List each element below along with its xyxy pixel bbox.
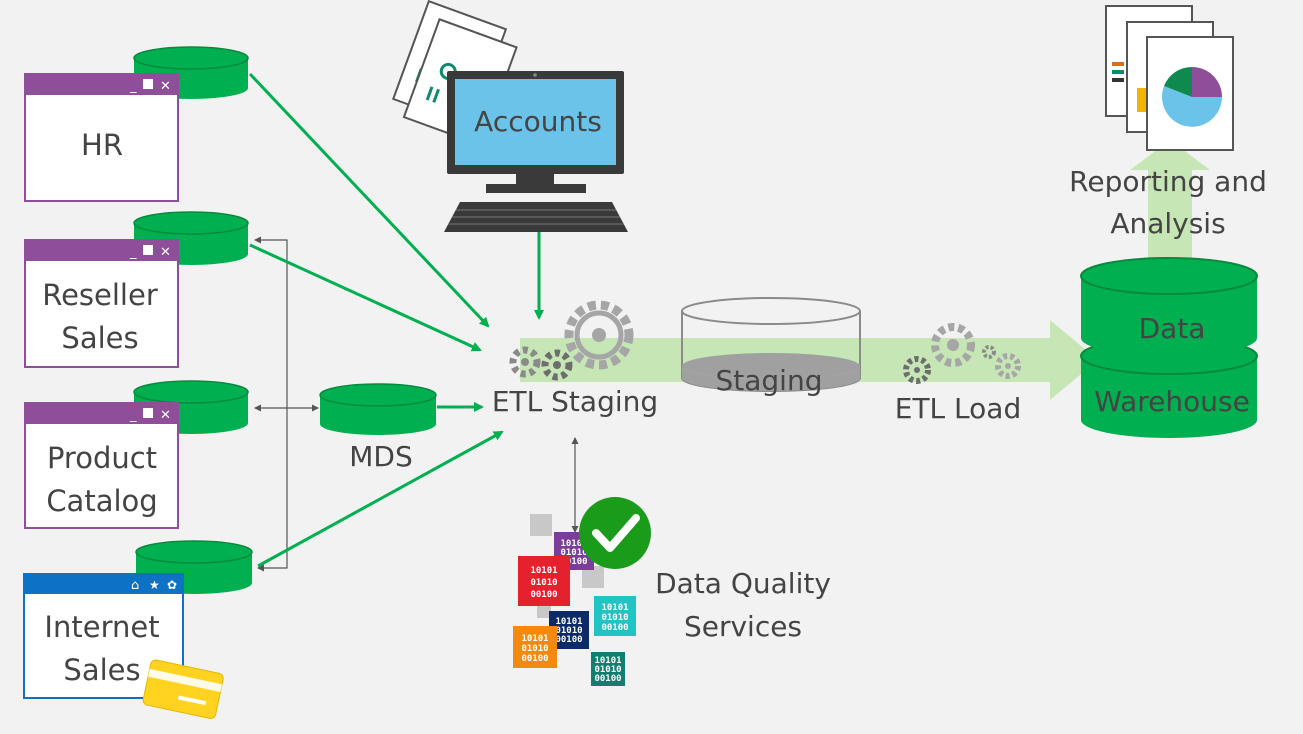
reporting-label-line2: Analysis	[1110, 207, 1225, 240]
close-icon[interactable]: ✕	[160, 245, 171, 260]
binary-text: 00100	[601, 623, 628, 633]
home-icon[interactable]: ⌂	[131, 578, 139, 593]
reports-documents-icon	[1105, 5, 1234, 151]
reporting-up-arrow	[1130, 140, 1210, 262]
staging-label: Staging	[716, 364, 823, 397]
hr-database	[133, 46, 249, 99]
binary-text: 10101	[601, 603, 628, 613]
settings-icon[interactable]: ✿	[167, 578, 177, 592]
binary-text: 01010	[521, 644, 548, 654]
minimize-icon[interactable]: _	[129, 408, 137, 423]
data-quality-blocks-icon: 10101 01010 00100 10101 01010 00100 1010…	[513, 514, 636, 686]
binary-text: 00100	[555, 635, 582, 645]
product-window: _ ✕ Product Catalog	[24, 402, 179, 529]
binary-text: 10101	[594, 656, 621, 666]
binary-text: 10101	[555, 617, 582, 627]
data-warehouse-label-line1: Data	[1139, 312, 1206, 345]
flow-arrows	[248, 72, 544, 568]
binary-text: 00100	[594, 674, 621, 684]
etl-staging-label: ETL Staging	[492, 385, 658, 418]
favorite-icon[interactable]: ★	[149, 578, 160, 592]
binary-text: 01010	[555, 626, 582, 636]
binary-text: 10101	[530, 566, 557, 576]
maximize-icon[interactable]	[143, 245, 153, 255]
etl-load-label: ETL Load	[895, 392, 1021, 425]
hr-label: HR	[81, 128, 123, 162]
reseller-label-line1: Reseller	[42, 278, 158, 312]
data-warehouse-database: Data Warehouse	[1080, 257, 1258, 438]
data-warehouse-label-line2: Warehouse	[1094, 385, 1250, 418]
minimize-icon[interactable]: _	[129, 79, 137, 94]
etl-load-gears-icon	[903, 323, 1021, 384]
mds-label: MDS	[349, 440, 413, 473]
product-label-line2: Catalog	[46, 484, 157, 518]
accounts-computer-icon: Accounts	[444, 71, 628, 232]
minimize-icon[interactable]: _	[129, 245, 137, 260]
check-icon	[579, 497, 651, 569]
binary-text: 10101	[521, 634, 548, 644]
binary-text: 01010	[594, 665, 621, 675]
binary-text: 10101	[560, 539, 587, 549]
maximize-icon[interactable]	[143, 79, 153, 89]
product-label-line1: Product	[47, 441, 157, 475]
mds-connectors	[254, 236, 579, 572]
binary-text: 01010	[530, 578, 557, 588]
credit-card-icon	[142, 659, 224, 719]
binary-text: 00100	[560, 557, 587, 567]
binary-text: 01010	[560, 548, 587, 558]
reseller-window: _ ✕ Reseller Sales	[24, 239, 179, 368]
staging-database: Staging	[681, 297, 861, 397]
internet-label-line2: Sales	[63, 653, 140, 687]
maximize-icon[interactable]	[143, 408, 153, 418]
internet-label-line1: Internet	[44, 610, 159, 644]
accounts-label: Accounts	[474, 105, 602, 138]
pie-chart-icon	[1162, 66, 1222, 127]
reseller-label-line2: Sales	[61, 321, 138, 355]
hr-window: _ ✕ HR	[24, 73, 179, 202]
dqs-label-line2: Services	[684, 610, 802, 643]
dqs-label-line1: Data Quality	[655, 567, 831, 600]
mds-database	[319, 383, 437, 435]
binary-text: 00100	[530, 590, 557, 600]
close-icon[interactable]: ✕	[160, 408, 171, 423]
close-icon[interactable]: ✕	[160, 79, 171, 94]
etl-staging-gears-icon	[509, 300, 634, 381]
binary-text: 01010	[601, 613, 628, 623]
binary-text: 00100	[521, 654, 548, 664]
reporting-label-line1: Reporting and	[1069, 165, 1267, 198]
internet-window: ⌂ ★ ✿ Internet Sales	[23, 573, 184, 699]
